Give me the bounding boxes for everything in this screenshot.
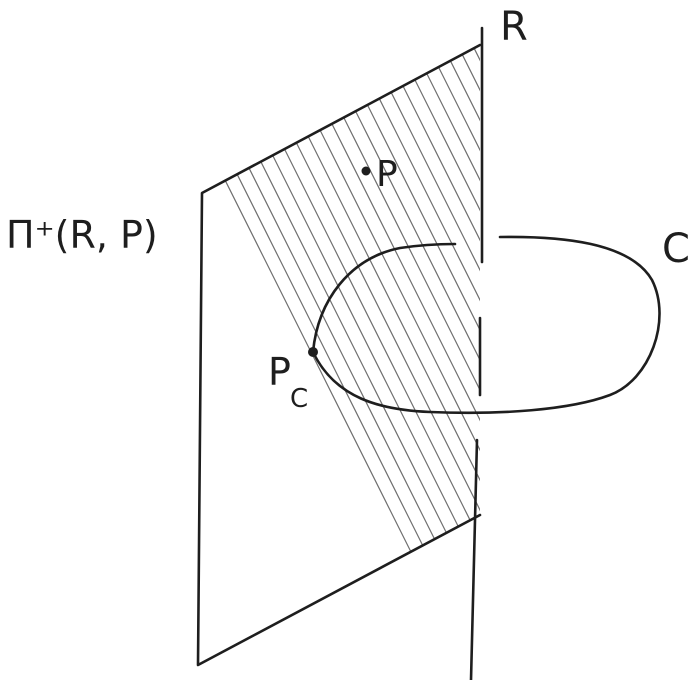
hatch-line: [404, 45, 480, 665]
hatch-line: [660, 30, 691, 680]
half-plane-hatching: [202, 30, 691, 680]
hatch-line: [269, 45, 480, 665]
half-plane-outline: [196, 43, 482, 667]
hatch-line: [510, 30, 691, 680]
point-pc-label: P: [268, 350, 291, 394]
hatch-line: [600, 30, 691, 680]
hatch-line: [329, 45, 480, 665]
hatch-line: [645, 30, 691, 680]
curve-c-front: [311, 235, 661, 415]
hatch-line: [374, 45, 480, 665]
curve-c-behind: [311, 242, 457, 354]
hatch-line: [630, 30, 691, 680]
hatch-line: [314, 45, 480, 665]
axis-r-lower: [469, 438, 479, 680]
hatch-line: [284, 45, 480, 665]
point-p-dot: [361, 166, 371, 176]
hatch-line: [202, 45, 480, 665]
hatch-line: [525, 30, 691, 680]
hatch-line: [555, 30, 691, 680]
hatch-line: [479, 45, 480, 665]
hatch-line: [202, 45, 480, 665]
curve-c-label: C: [662, 226, 690, 272]
hatch-line: [389, 45, 480, 665]
hatch-line: [570, 30, 691, 680]
hatch-line: [202, 45, 480, 665]
hatch-line: [495, 30, 691, 680]
hatch-line: [464, 45, 480, 665]
axis-r-label: R: [500, 4, 528, 50]
point-pc-subscript: C: [290, 384, 308, 414]
hatch-line: [254, 45, 480, 665]
hatch-line: [449, 45, 480, 665]
hatch-line: [344, 45, 480, 665]
hatch-line: [675, 30, 691, 680]
point-p-label: P: [376, 154, 398, 195]
hatch-line: [419, 45, 480, 665]
hatch-line: [209, 45, 480, 665]
point-pc-dot: [308, 347, 318, 357]
hatch-line: [359, 45, 480, 665]
hatch-line: [615, 30, 691, 680]
half-plane-label: Π⁺(R, P): [6, 213, 158, 257]
hatch-line: [299, 45, 480, 665]
hatch-line: [540, 30, 691, 680]
hatch-line: [585, 30, 691, 680]
